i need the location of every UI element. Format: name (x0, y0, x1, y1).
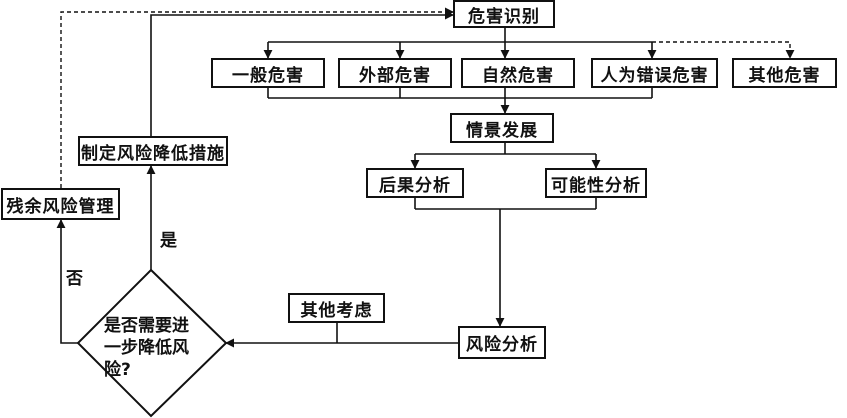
node-risk-reduction-measures-label: 制定风险降低措施 (81, 143, 225, 164)
node-other-hazard-label: 其他危害 (748, 65, 821, 86)
node-general-hazard: 一般危害 (211, 58, 325, 88)
node-residual-risk-management: 残余风险管理 (1, 188, 120, 220)
edge-label-yes: 是 (160, 231, 177, 251)
edge-label-no: 否 (66, 269, 83, 289)
decision-question-line-1: 是否需要进 (104, 316, 189, 336)
connector-dashed-to-other-hazard (652, 41, 795, 59)
node-scenario-development: 情景发展 (450, 113, 554, 143)
node-consequence-analysis-label: 后果分析 (379, 175, 451, 196)
node-hazard-identification-label: 危害识别 (468, 6, 540, 27)
node-external-hazard-label: 外部危害 (359, 65, 431, 86)
node-risk-analysis: 风险分析 (458, 326, 546, 359)
node-other-considerations: 其他考虑 (288, 293, 385, 323)
decision-question-line-3: 险? (104, 360, 131, 380)
node-other-hazard: 其他危害 (732, 58, 837, 88)
node-likelihood-analysis: 可能性分析 (545, 168, 647, 198)
node-likelihood-analysis-label: 可能性分析 (551, 175, 641, 196)
node-general-hazard-label: 一般危害 (232, 65, 304, 86)
decision-diamond (76, 268, 228, 418)
node-natural-hazard-label: 自然危害 (482, 65, 554, 86)
decision-question-line-2: 一步降低风 (104, 338, 189, 358)
node-scenario-development-label: 情景发展 (466, 120, 538, 141)
node-external-hazard: 外部危害 (338, 58, 452, 88)
node-natural-hazard: 自然危害 (461, 58, 575, 88)
decision-question: 是否需要进 一步降低风 险? (104, 315, 204, 381)
node-risk-reduction-measures: 制定风险降低措施 (78, 136, 228, 166)
node-other-considerations-label: 其他考虑 (300, 300, 373, 321)
node-residual-risk-management-label: 残余风险管理 (6, 196, 115, 217)
node-hazard-identification: 危害识别 (453, 0, 555, 28)
connector-no-to-residual-risk (56, 219, 78, 344)
connector-dashed-residual-feedback (60, 7, 454, 188)
node-human-error-hazard-label: 人为错误危害 (600, 65, 709, 86)
node-consequence-analysis: 后果分析 (366, 168, 464, 198)
connector-risk-reduction-feedback (150, 10, 454, 136)
node-risk-analysis-label: 风险分析 (466, 335, 538, 355)
node-human-error-hazard: 人为错误危害 (591, 58, 718, 88)
